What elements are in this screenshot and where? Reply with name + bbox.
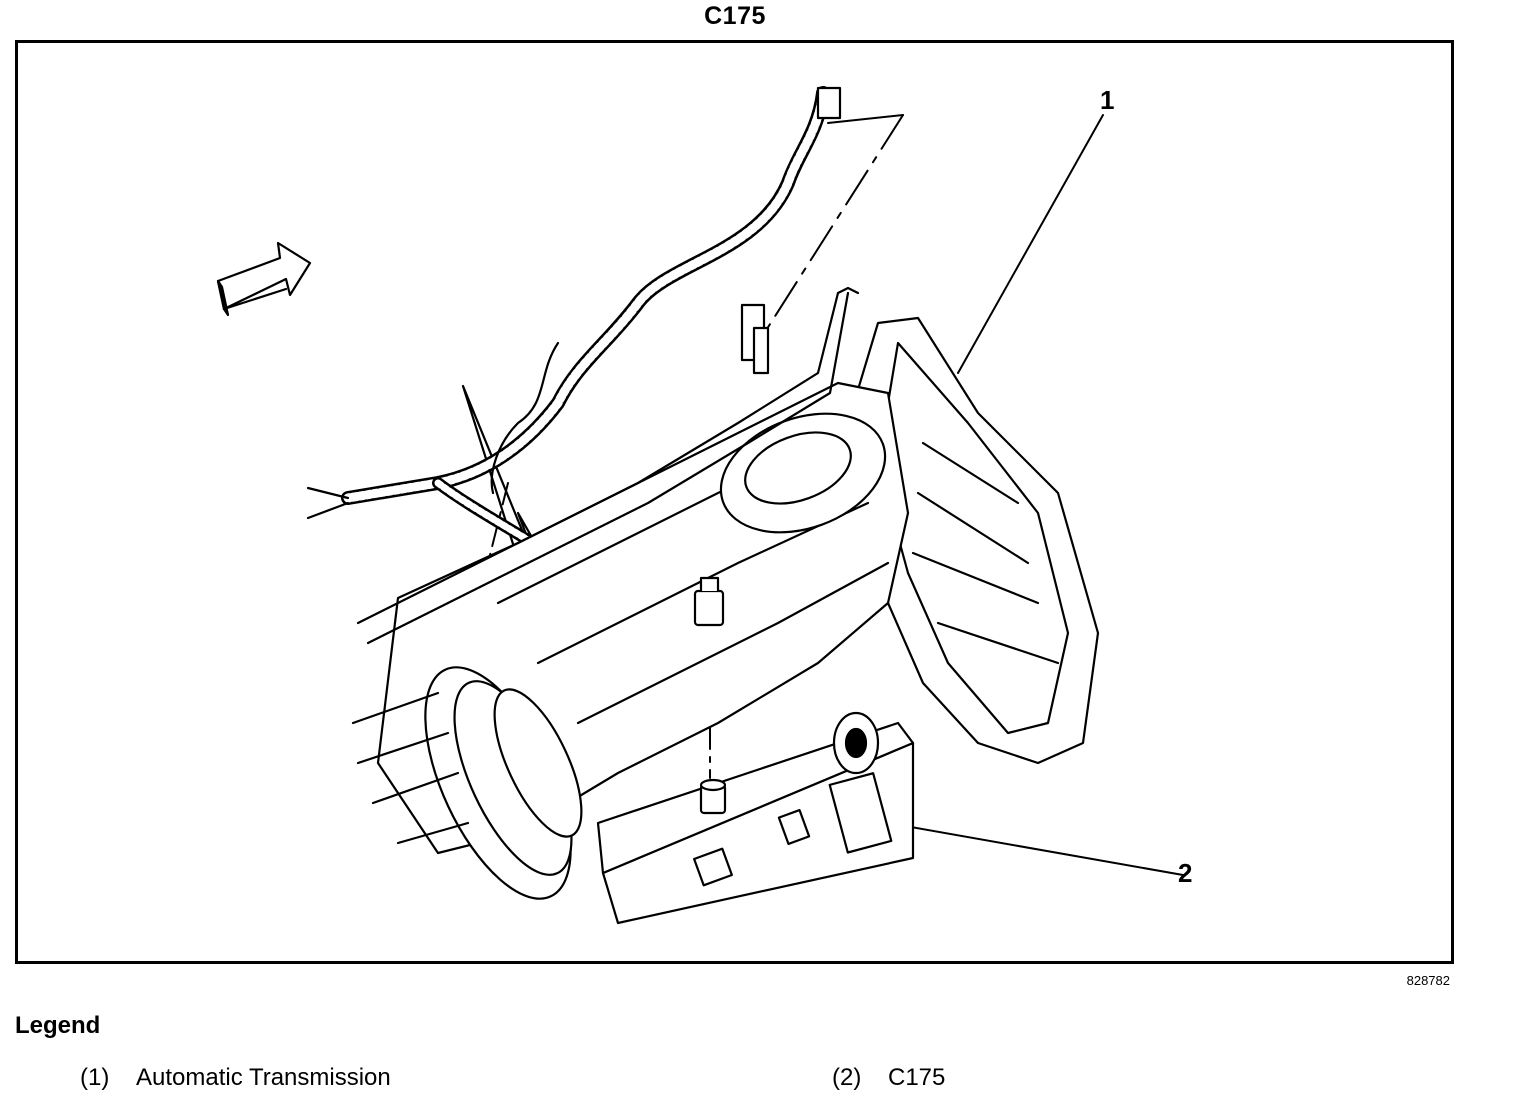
- legend-item: (2) C175: [832, 1064, 945, 1092]
- legend-item-label: C175: [888, 1064, 946, 1091]
- diagram-title: C175: [704, 2, 766, 30]
- cooler-lines: [356, 286, 860, 645]
- legend-heading: Legend: [15, 1012, 101, 1039]
- front-direction-arrow: [216, 241, 312, 317]
- c175-connector: [693, 576, 727, 815]
- illustration-frame: [15, 40, 1454, 964]
- callout-1: 1: [1100, 85, 1115, 115]
- callout-2: 2: [1178, 858, 1193, 888]
- transmission-case: [351, 316, 1100, 900]
- legend-item: (1) Automatic Transmission: [80, 1064, 391, 1092]
- legend-item-label: Automatic Transmission: [136, 1064, 391, 1091]
- legend-item-number: (2): [832, 1064, 862, 1091]
- legend-item-number: (1): [80, 1064, 110, 1091]
- crossmember-bracket: [596, 711, 915, 925]
- figure-id: 828782: [1406, 973, 1450, 988]
- transmission-illustration: [216, 86, 1184, 925]
